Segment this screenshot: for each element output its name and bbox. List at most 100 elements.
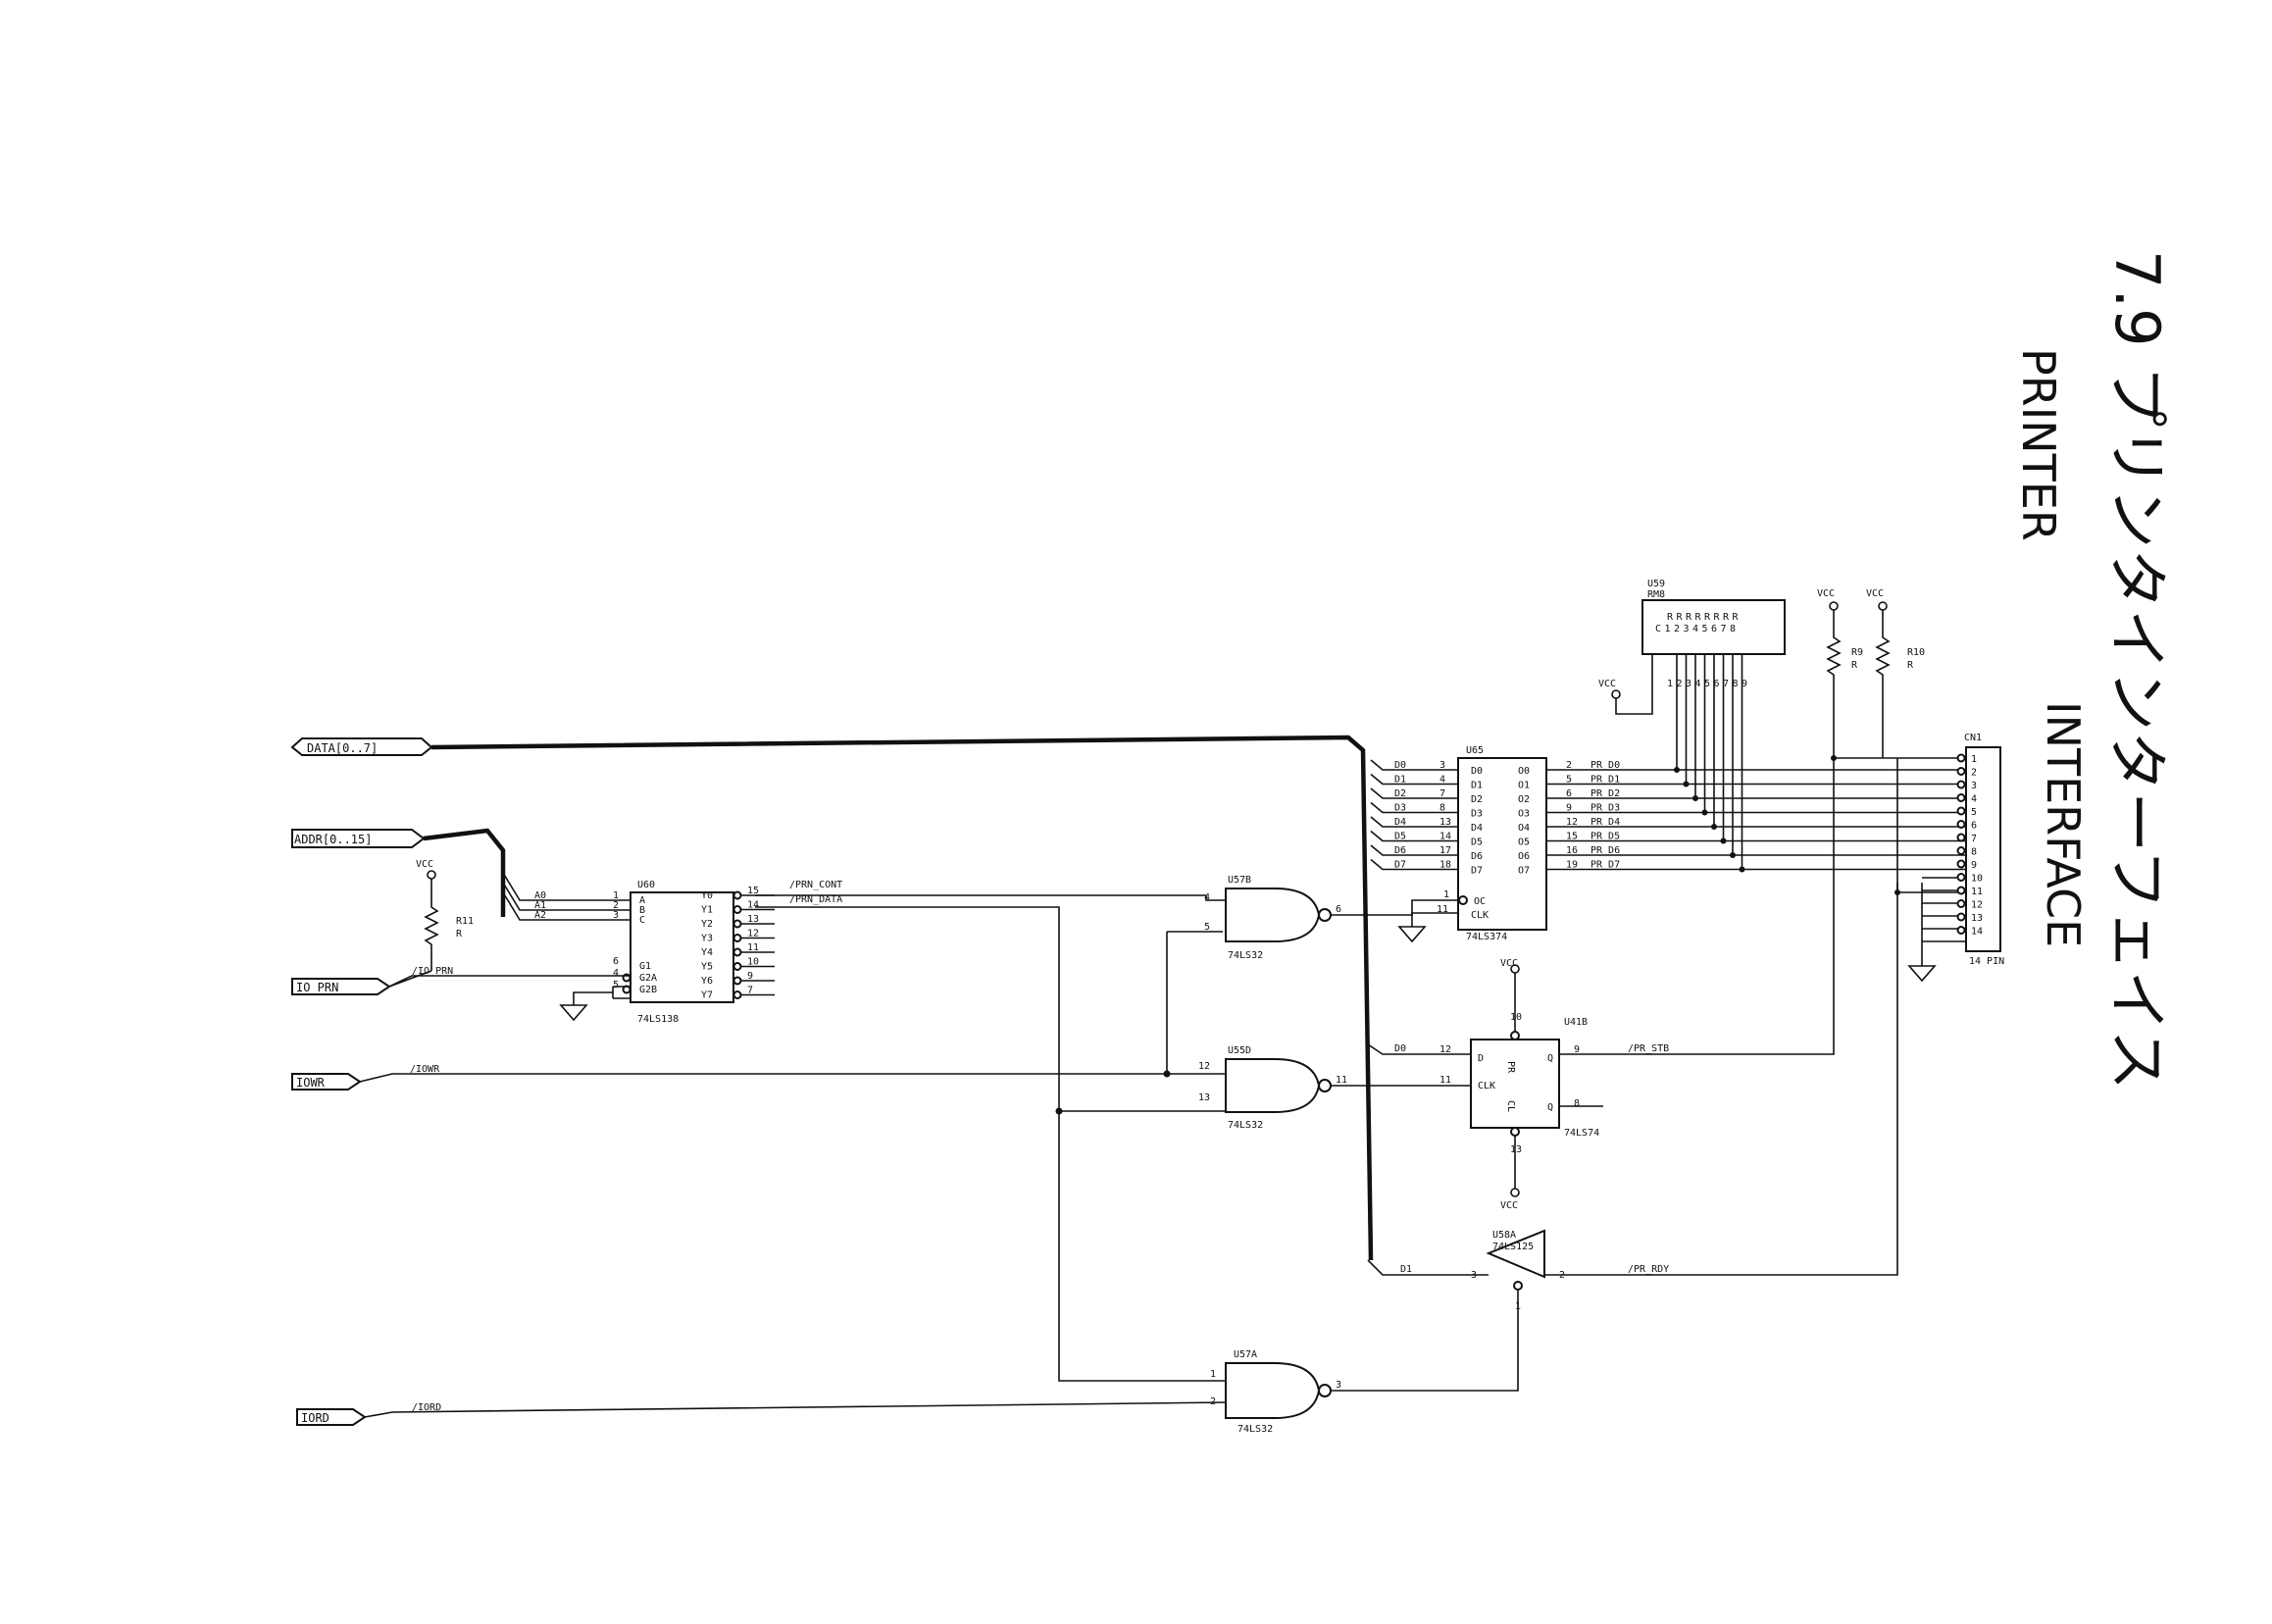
u60-output-pin: 9 bbox=[747, 971, 753, 982]
u65-output-net: PR_D4 bbox=[1590, 817, 1620, 828]
u57b-pin-in1: 4 bbox=[1204, 892, 1210, 903]
u55d-ref: U55D bbox=[1228, 1045, 1251, 1056]
u60-output-name: Y6 bbox=[701, 976, 713, 987]
u60-input-wire bbox=[502, 891, 631, 921]
u65-ref: U65 bbox=[1466, 745, 1484, 756]
u59-part: RM8 bbox=[1647, 589, 1665, 600]
u65-output-pin: 15 bbox=[1566, 832, 1578, 842]
vcc-label-u41b-bot: VCC bbox=[1500, 1200, 1518, 1211]
u60-output-bubble bbox=[732, 934, 742, 942]
u65-input-pin: 4 bbox=[1439, 775, 1445, 786]
port-data-label: DATA[0..7] bbox=[307, 741, 378, 755]
u65-clk: CLK bbox=[1471, 910, 1489, 921]
u60-input-name: A bbox=[639, 895, 645, 906]
title-printer: PRINTER bbox=[2012, 348, 2065, 541]
u55d-gate: U55D 74LS32 12 13 11 bbox=[1198, 1045, 1347, 1131]
u65-input-wire bbox=[1370, 801, 1458, 814]
u65-input-wire bbox=[1370, 816, 1458, 828]
u65-d-name: D3 bbox=[1471, 809, 1483, 820]
u59-element-label: R bbox=[1714, 612, 1721, 623]
cn1-pin-circle bbox=[1956, 873, 1966, 882]
r10-pullup: VCC R10 R bbox=[1866, 588, 1925, 758]
u60-input-name: B bbox=[639, 905, 645, 916]
u65-oc-pin: 1 bbox=[1443, 889, 1449, 900]
port-addr: ADDR[0..15] bbox=[291, 829, 426, 848]
u65-input-pin: 14 bbox=[1439, 832, 1451, 842]
net-prn-cont: /PRN_CONT bbox=[789, 880, 842, 890]
u41b-pr: PR bbox=[1505, 1061, 1516, 1074]
u41b-cl-pin: 13 bbox=[1510, 1144, 1522, 1155]
r10-value: R bbox=[1907, 660, 1914, 671]
u59-bottom-pin: 7 bbox=[1723, 679, 1729, 689]
u60-enable-pin: 5 bbox=[613, 980, 619, 990]
u59-pin-label: C bbox=[1655, 624, 1661, 634]
u65-clk-pin: 11 bbox=[1437, 904, 1448, 915]
u60-enable-pin: 4 bbox=[613, 968, 619, 979]
cn1-pin-circle bbox=[1956, 886, 1966, 895]
u59-element-label: R bbox=[1695, 612, 1702, 623]
cn1-pin-label: 9 bbox=[1971, 860, 1977, 871]
u41b-qn-pin: 8 bbox=[1574, 1098, 1580, 1109]
u65-d-name: D2 bbox=[1471, 794, 1483, 805]
junction-dot bbox=[1683, 781, 1690, 787]
vcc-label-u41b-top: VCC bbox=[1500, 958, 1518, 969]
u65-output-pin: 19 bbox=[1566, 860, 1578, 871]
cn1-pin-circle bbox=[1956, 833, 1966, 842]
u65-oc: OC bbox=[1474, 896, 1486, 907]
u57b-gate: U57B 74LS32 4 5 6 bbox=[1204, 875, 1341, 961]
u60-enable-name: G2B bbox=[639, 985, 657, 995]
r9-ref: R9 bbox=[1851, 647, 1863, 658]
u65-output-pin: 16 bbox=[1566, 845, 1578, 856]
u65-output-net: PR_D0 bbox=[1590, 760, 1620, 771]
u55d-pin-out: 11 bbox=[1336, 1075, 1347, 1086]
u60-output-pin: 12 bbox=[747, 929, 759, 939]
u41b-q: Q bbox=[1547, 1053, 1553, 1064]
u65-d-name: D6 bbox=[1471, 851, 1483, 862]
u59-element-label: R bbox=[1686, 612, 1692, 623]
u58a-ref: U58A bbox=[1492, 1230, 1516, 1241]
u57a-pin-out: 3 bbox=[1336, 1380, 1341, 1391]
u65-input-wire bbox=[1370, 830, 1458, 842]
u55d-pin-in1: 12 bbox=[1198, 1061, 1210, 1072]
u65-q-name: O4 bbox=[1518, 823, 1530, 834]
u65-input-wire bbox=[1370, 844, 1458, 856]
r11-pullup: VCC R11 R bbox=[416, 859, 474, 971]
cn1-pin-circle bbox=[1956, 767, 1966, 776]
port-iord: IORD bbox=[296, 1408, 367, 1426]
u57a-gate: U57A 74LS32 1 2 3 bbox=[1210, 1349, 1341, 1435]
cn1-pin-label: 2 bbox=[1971, 768, 1977, 779]
junction-dot bbox=[1739, 866, 1745, 873]
data-bus bbox=[430, 735, 1374, 1261]
u60-output-name: Y2 bbox=[701, 919, 713, 930]
u41b-clk-pin: 11 bbox=[1439, 1075, 1451, 1086]
junction-dot bbox=[1730, 852, 1736, 858]
u59-pin-label: 7 bbox=[1721, 624, 1727, 634]
u60-output-name: Y5 bbox=[701, 962, 713, 973]
u65-input-wire bbox=[1370, 858, 1458, 871]
u59-pin-label: 1 bbox=[1665, 624, 1671, 634]
u65-output-pin: 2 bbox=[1566, 760, 1572, 771]
u65-q-name: O0 bbox=[1518, 766, 1530, 777]
u60-input-pin: 3 bbox=[613, 910, 619, 921]
junction-dot bbox=[1701, 809, 1708, 816]
r11-ref: R11 bbox=[456, 916, 474, 927]
u65-input-wire bbox=[1370, 773, 1458, 786]
u59-element-label: R bbox=[1677, 612, 1684, 623]
net-io-prn: /IO_PRN bbox=[412, 966, 453, 977]
cn1-pin-label: 13 bbox=[1971, 913, 1983, 924]
cn1-pin-circle bbox=[1956, 912, 1966, 922]
cn1-pin-label: 8 bbox=[1971, 847, 1977, 858]
u65-d-name: D4 bbox=[1471, 823, 1483, 834]
u65-input-wire bbox=[1370, 759, 1458, 771]
u59-element-label: R bbox=[1733, 612, 1740, 623]
u65-bus-label: D0 bbox=[1394, 760, 1406, 771]
u41b-d-pin: 12 bbox=[1439, 1044, 1451, 1055]
u60-output-name: Y7 bbox=[701, 990, 713, 1001]
net-iord: /IORD bbox=[412, 1402, 441, 1413]
u65-q-name: O7 bbox=[1518, 866, 1530, 877]
u59-pin-label: 4 bbox=[1692, 624, 1698, 634]
cn1-pin-circle bbox=[1956, 859, 1966, 869]
